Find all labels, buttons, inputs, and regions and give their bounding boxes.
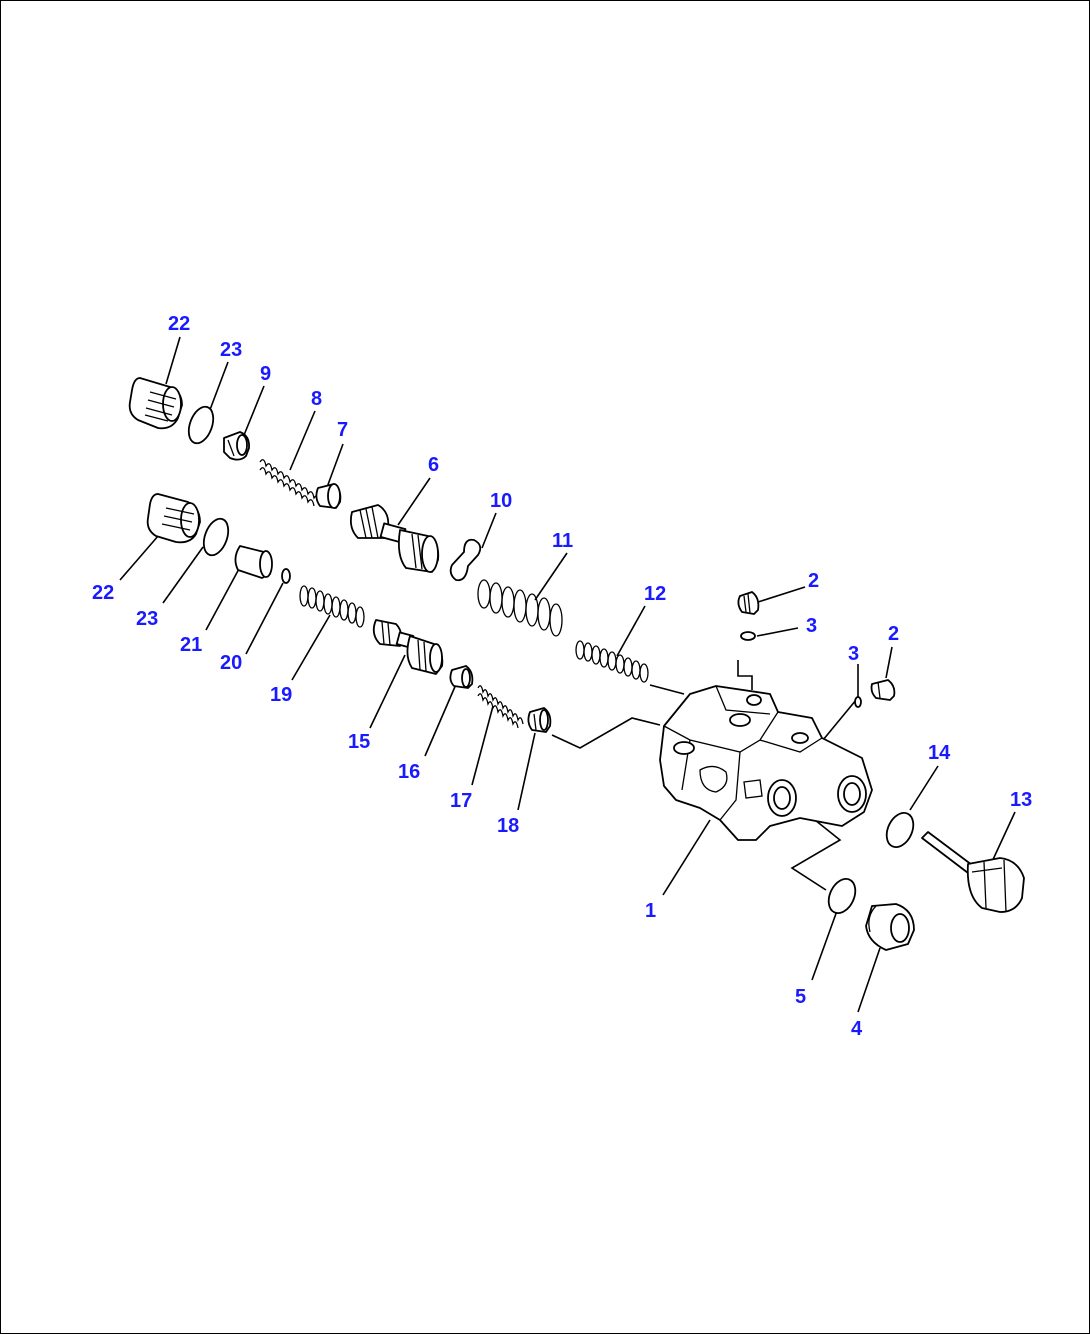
callout-1: 1 bbox=[645, 900, 656, 922]
callout-3-side: 3 bbox=[848, 643, 859, 665]
sleeve-21 bbox=[234, 545, 273, 579]
callout-3-top: 3 bbox=[806, 615, 817, 637]
callout-10: 10 bbox=[490, 490, 512, 512]
spring-8 bbox=[259, 459, 321, 507]
plug-2-top bbox=[737, 591, 760, 615]
ring-20 bbox=[281, 568, 291, 584]
o-ring-3-top bbox=[740, 631, 756, 641]
callout-14: 14 bbox=[928, 742, 951, 764]
callout-11: 11 bbox=[552, 530, 573, 552]
callout-20: 20 bbox=[220, 652, 242, 674]
callout-22-lower: 22 bbox=[92, 582, 114, 604]
bolt-13 bbox=[921, 831, 1025, 913]
callout-23-lower: 23 bbox=[136, 608, 158, 630]
plug-2-side bbox=[870, 679, 896, 701]
callout-6: 6 bbox=[428, 454, 439, 476]
callout-9: 9 bbox=[260, 363, 271, 385]
callout-labels: 22 23 9 8 7 6 10 11 12 2 3 3 2 22 23 21 … bbox=[92, 313, 1032, 1040]
callout-22-upper: 22 bbox=[168, 313, 190, 335]
spool-6 bbox=[349, 504, 440, 573]
plug-4 bbox=[865, 903, 915, 951]
callout-17: 17 bbox=[450, 790, 472, 812]
spring-12 bbox=[575, 640, 649, 683]
callout-7: 7 bbox=[337, 419, 348, 441]
plug-18 bbox=[527, 707, 552, 733]
plug-22-upper bbox=[128, 377, 183, 430]
callout-23-upper: 23 bbox=[220, 339, 242, 361]
callout-13: 13 bbox=[1010, 789, 1032, 811]
callout-2-top: 2 bbox=[808, 570, 819, 592]
spring-19 bbox=[299, 585, 365, 628]
plug-9 bbox=[223, 431, 250, 461]
o-ring-23-lower bbox=[202, 517, 230, 557]
callout-21: 21 bbox=[180, 634, 202, 656]
callout-19: 19 bbox=[270, 684, 292, 706]
callout-4: 4 bbox=[851, 1018, 863, 1040]
callout-15: 15 bbox=[348, 731, 370, 753]
callout-12: 12 bbox=[644, 583, 666, 605]
o-ring-5 bbox=[827, 878, 857, 914]
leader-lines bbox=[119, 336, 1016, 1013]
spool-15 bbox=[372, 619, 444, 675]
ring-10 bbox=[449, 538, 482, 582]
plug-22-lower bbox=[146, 493, 201, 544]
spring-17 bbox=[477, 685, 524, 729]
plug-16 bbox=[449, 665, 474, 689]
valve-body-1 bbox=[659, 685, 873, 841]
o-ring-14 bbox=[885, 812, 915, 848]
callout-16: 16 bbox=[398, 761, 420, 783]
callout-18: 18 bbox=[497, 815, 519, 837]
callout-5: 5 bbox=[795, 986, 806, 1008]
callout-2-side: 2 bbox=[888, 623, 899, 645]
callout-8: 8 bbox=[311, 388, 322, 410]
o-ring-3-side bbox=[854, 696, 862, 708]
o-ring-23-upper bbox=[187, 405, 215, 445]
spring-11 bbox=[477, 579, 563, 637]
piston-7 bbox=[315, 483, 342, 509]
